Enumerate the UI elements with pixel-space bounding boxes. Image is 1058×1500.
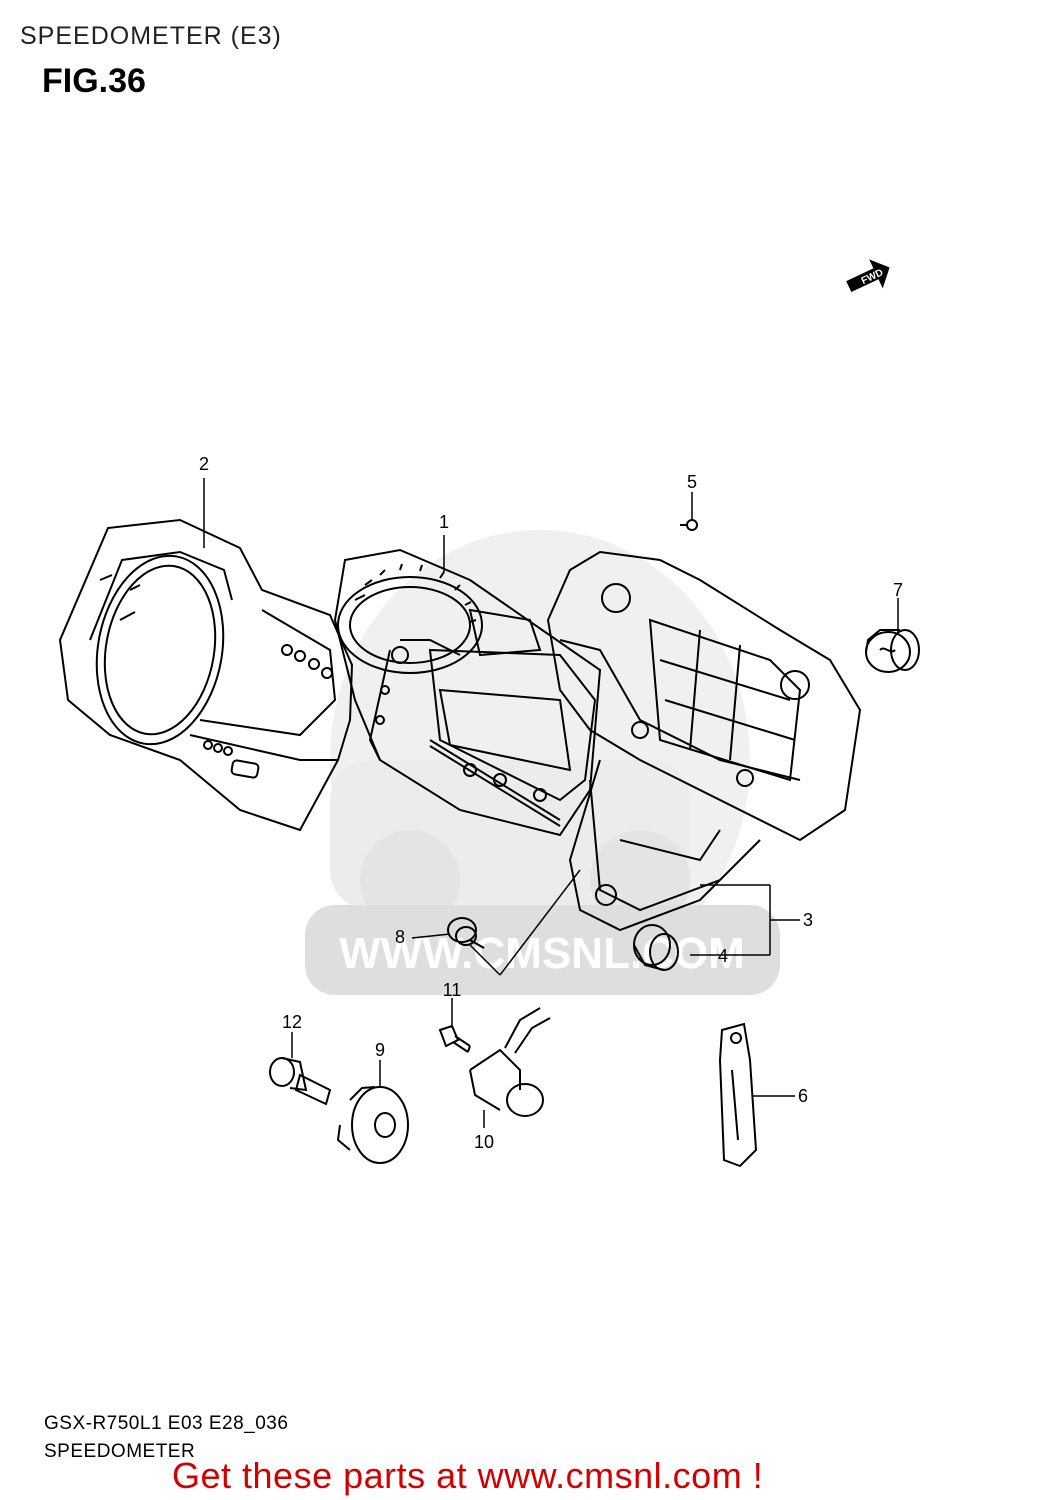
callout-5: 5 <box>687 472 697 492</box>
callout-4: 4 <box>718 946 728 966</box>
callout-6: 6 <box>798 1086 808 1106</box>
callout-10: 10 <box>474 1132 494 1152</box>
sensor-10-drawing <box>469 1007 551 1117</box>
speedometer-cover-drawing <box>58 518 354 832</box>
callout-3: 3 <box>803 910 813 930</box>
bolt-12-drawing <box>269 1057 332 1106</box>
stay-6-drawing <box>718 1022 758 1168</box>
page-heading: SPEEDOMETER (E3) <box>20 22 282 50</box>
watermark: WWW.CMSNL.COM <box>305 530 780 995</box>
callout-1: 1 <box>439 512 449 532</box>
figure-label: FIG.36 <box>42 62 146 100</box>
speedometer-assembly-drawing <box>333 548 602 837</box>
callout-2: 2 <box>199 454 209 474</box>
section-title: SPEEDOMETER <box>44 1441 196 1462</box>
cushion-7-drawing <box>865 629 920 673</box>
callout-11: 11 <box>443 980 462 1000</box>
bolt-11-drawing <box>438 1024 471 1053</box>
forward-arrow-icon: FWD <box>846 259 890 292</box>
callouts: 2 1 5 7 3 4 8 11 12 9 10 6 <box>199 454 903 1152</box>
callout-9: 9 <box>375 1040 385 1060</box>
callout-8: 8 <box>395 927 405 947</box>
cushion-4-drawing <box>633 924 679 971</box>
speedometer-bracket-drawing <box>546 550 862 932</box>
screw-5-drawing <box>680 519 698 531</box>
washer-9-drawing <box>336 1086 409 1164</box>
cmsnl-link[interactable]: Get these parts at www.cmsnl.com ! <box>172 1455 764 1496</box>
leader-lines <box>203 478 899 1128</box>
model-code: GSX-R750L1 E03 E28_036 <box>44 1413 289 1434</box>
callout-7: 7 <box>893 580 903 600</box>
callout-12: 12 <box>282 1012 302 1032</box>
screw-8-drawing <box>447 917 485 949</box>
